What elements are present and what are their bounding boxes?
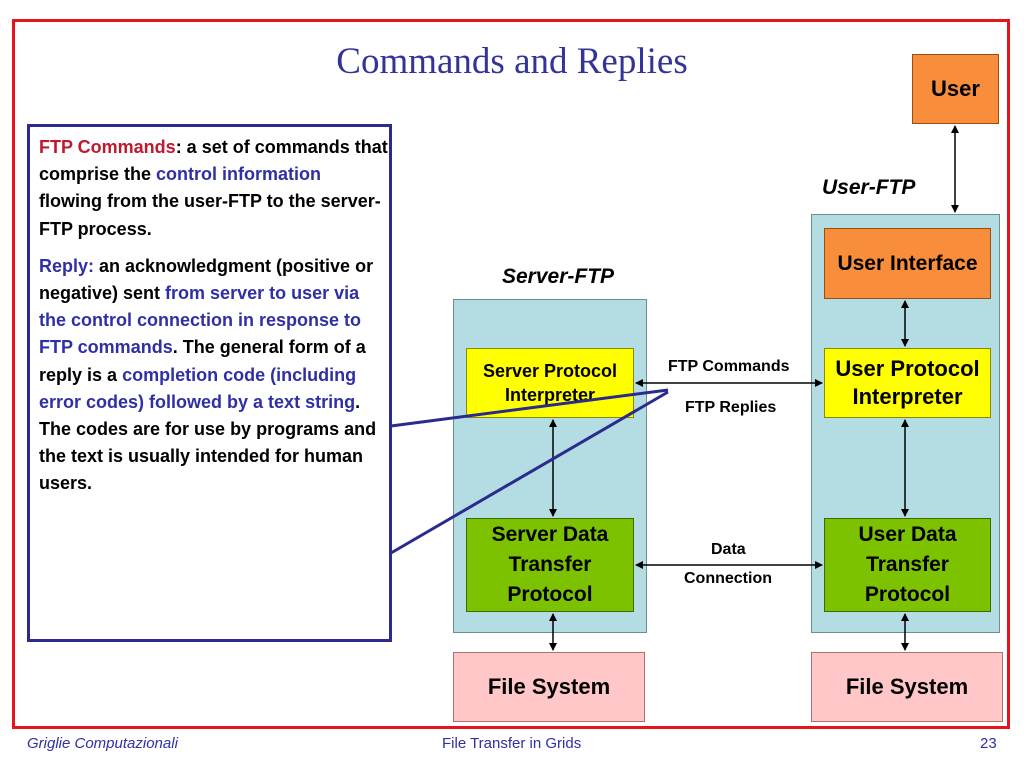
ftp-commands-text-2: flowing from the user-FTP to the server-… [39, 191, 381, 239]
description-box: FTP Commands: a set of commands that com… [27, 124, 392, 642]
footer-center: File Transfer in Grids [442, 735, 582, 752]
ftp-replies-label: FTP Replies [685, 399, 777, 416]
reply-path-text: from server to user via the control conn… [39, 283, 362, 358]
control-information-term: control information [156, 164, 322, 185]
server-data-transfer-protocol-box: Server Data Transfer Protocol [466, 518, 634, 612]
user-data-transfer-protocol-box: User Data Transfer Protocol [824, 518, 991, 612]
user-box: User [912, 54, 999, 124]
connection-label: Connection [684, 570, 772, 587]
server-ftp-label: Server-FTP [502, 265, 615, 288]
page-number: 23 [980, 735, 997, 752]
user-ftp-label: User-FTP [822, 176, 916, 199]
reply-text-1: an acknowledgment (positive or negative)… [39, 255, 374, 304]
data-label: Data [711, 541, 746, 558]
reply-text-2: . The general form of a reply is a [39, 337, 366, 385]
ftp-commands-paragraph: FTP Commands: a set of commands that com… [39, 134, 389, 243]
reply-text-3: . The codes are for use by programs and … [39, 391, 377, 494]
commands-pointer-line [390, 388, 669, 428]
footer-left: Griglie Computazionali [27, 735, 178, 752]
replies-pointer-line [390, 390, 669, 555]
reply-term: Reply: [39, 255, 95, 276]
slide-frame [12, 19, 1010, 729]
server-file-system-box: File System [453, 652, 645, 722]
completion-code-text: completion code (including error codes) … [39, 364, 357, 412]
ftp-commands-label: FTP Commands [668, 358, 790, 375]
user-protocol-interpreter-box: User Protocol Interpreter [824, 348, 991, 418]
user-interface-box: User Interface [824, 228, 991, 299]
slide-title: Commands and Replies [336, 41, 688, 82]
user-file-system-box: File System [811, 652, 1003, 722]
ftp-commands-text-1: : a set of commands that comprise the [39, 137, 388, 185]
ftp-commands-term: FTP Commands [39, 137, 176, 157]
reply-paragraph: Reply: an acknowledgment (positive or ne… [39, 253, 389, 498]
